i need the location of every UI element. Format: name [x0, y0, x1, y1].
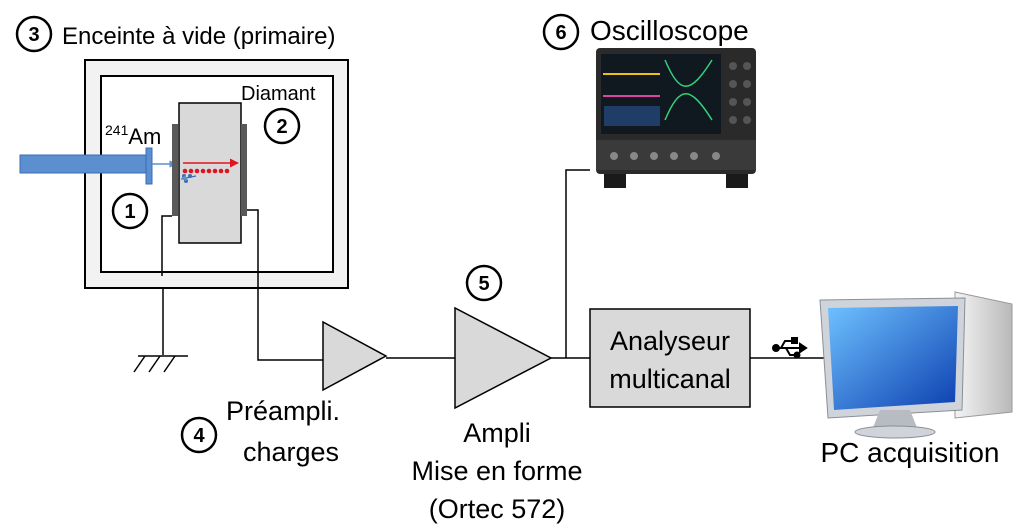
amp-label-line2: Mise en forme	[411, 456, 582, 486]
oscilloscope-label: Oscilloscope	[590, 15, 749, 46]
preamp-label-line2: charges	[243, 437, 339, 467]
mca-box	[589, 308, 751, 408]
svg-text:3: 3	[28, 24, 39, 46]
svg-text:6: 6	[555, 22, 566, 44]
electron-dots	[182, 168, 230, 174]
computer-image	[819, 291, 1013, 439]
diamond-detector	[161, 102, 330, 361]
marker-6: 6	[542, 13, 580, 51]
amplifier-symbol	[454, 306, 553, 410]
marker-5: 5	[465, 264, 503, 302]
source-mass-number: 241	[105, 122, 129, 138]
preamp-label-line1: Préampli.	[226, 396, 340, 426]
svg-text:1: 1	[124, 201, 135, 223]
diamond-label: Diamant	[241, 83, 316, 105]
marker-1: 1	[111, 192, 149, 230]
amp-label-line3: (Ortec 572)	[429, 494, 566, 524]
marker-4: 4	[180, 416, 218, 454]
pc-label: PC acquisition	[821, 437, 1000, 468]
alpha-source	[19, 147, 177, 185]
oscilloscope-image	[590, 42, 760, 190]
svg-text:5: 5	[478, 273, 489, 295]
amp-label-line1: Ampli	[463, 418, 531, 448]
usb-icon	[772, 337, 808, 359]
svg-text:2: 2	[276, 116, 287, 138]
mca-label-line1: Analyseur	[610, 326, 730, 356]
preamp-symbol	[322, 320, 388, 392]
ground-symbol	[133, 288, 188, 373]
source-element: Am	[128, 124, 161, 149]
mca-label-line2: multicanal	[609, 364, 731, 394]
marker-3: 3	[15, 15, 53, 53]
marker-2: 2	[263, 107, 301, 145]
chamber-label: Enceinte à vide (primaire)	[62, 23, 335, 50]
source-label: 241Am	[105, 122, 161, 149]
svg-text:4: 4	[193, 425, 205, 447]
